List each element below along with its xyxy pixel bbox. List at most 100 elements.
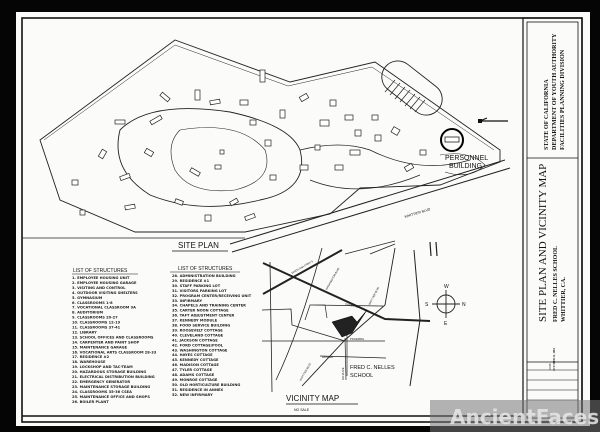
school-label-1: FRED C. NELLES	[350, 365, 395, 371]
street-d	[319, 355, 387, 359]
structure-list-item: 20. HAZARDOUS STORAGE BUILDING	[72, 370, 146, 374]
structure-list-item: 16. VOCATIONAL ARTS CLASSROOM 28-33	[72, 350, 157, 354]
building-footprint	[390, 126, 401, 136]
list-heading-right: LIST OF STRUCTURES	[178, 266, 233, 272]
list-heading-left: LIST OF STRUCTURES	[73, 268, 128, 274]
building-footprint	[229, 197, 239, 207]
structure-list-item: 43. WASHINGTON COTTAGE	[172, 348, 228, 352]
track-stripes	[384, 79, 426, 113]
school-name: FRED C. NELLES SCHOOL	[553, 246, 559, 322]
structure-list-item: 45. KENNEDY COTTAGE	[172, 358, 219, 362]
school-label-2: SCHOOL	[350, 373, 373, 379]
building-footprint	[244, 212, 256, 222]
building-footprint	[403, 162, 415, 173]
street-g	[369, 243, 396, 255]
river-lines	[429, 241, 438, 257]
building-footprint	[298, 92, 310, 103]
building-footprints	[71, 69, 427, 222]
freeway-60	[262, 262, 431, 322]
vicinity-map	[261, 240, 460, 393]
building-footprint	[259, 69, 266, 83]
structure-list-item: 13. SCHOOL OFFICES AND CLASSROOMS	[72, 335, 154, 339]
date-label: DATE	[549, 363, 552, 370]
structure-list-item: 32. PROGRAM CENTER/RECEIVING UNIT	[172, 294, 252, 298]
building-footprint	[334, 164, 344, 171]
building-footprint	[124, 203, 136, 211]
structure-list-item: 11. CLASSROOMS 37-41	[72, 326, 121, 330]
structure-list-item: 24. CLASSROOMS 35-36 CSEA	[72, 390, 132, 394]
structure-list-item: 38. FOOD SERVICE BUILDING	[172, 324, 230, 328]
compass-left-s: S	[425, 302, 429, 308]
building-footprint	[349, 149, 361, 156]
building-footprint	[344, 114, 354, 121]
building-footprint	[143, 147, 155, 158]
watermark-logo: AncientFaces	[450, 405, 599, 429]
title-block: STATE OF CALIFORNIA DEPARTMENT OF YOUTH …	[522, 17, 583, 423]
structure-list-item: 51. RESIDENCE IN ANNEX	[172, 388, 223, 392]
structure-list-item: 12. LIBRARY	[72, 330, 97, 334]
structure-list-item: 5. GYMNASIUM	[72, 296, 103, 300]
site-plan	[39, 39, 511, 253]
inner-road	[170, 127, 268, 192]
street-f	[344, 240, 396, 255]
building-footprint	[189, 167, 201, 177]
structure-list-item: 37. KENNEDY MODULE	[172, 319, 218, 323]
building-footprint	[314, 144, 321, 151]
paper	[16, 12, 590, 426]
structure-list-item: 34. CHAPELS AND TRAINING CENTER	[172, 304, 246, 308]
building-footprint	[319, 119, 330, 127]
scale-note: NO SALE	[294, 408, 310, 412]
building-footprint	[204, 214, 212, 222]
building-footprint	[214, 164, 222, 170]
building-footprint	[119, 172, 131, 182]
building-footprint	[264, 139, 272, 147]
structure-list-item: 22. EMERGENCY GENERATOR	[72, 380, 130, 384]
personnel-label-1: PERSONNEL	[445, 155, 488, 162]
building-footprint	[114, 119, 126, 125]
date-value: OCTOBER 31, 1994	[553, 348, 556, 371]
building-footprint	[371, 114, 379, 121]
structure-list-item: 42. FORD COTTAGE/POOL	[172, 343, 224, 347]
structure-list-item: 1. EMPLOYEE HOUSING UNIT	[72, 276, 130, 280]
structure-list-item: 39. ROOSEVELT COTTAGE	[172, 328, 223, 332]
structure-list-item: 9. CLASSROOMS 20-27	[72, 316, 118, 320]
structure-list-item: 30. STAFF PARKING LOT	[172, 284, 221, 288]
building-footprint	[174, 198, 184, 206]
structure-list-item: 14. CARPENTER AND PAINT SHOP	[72, 340, 140, 344]
structure-list-item: 48. ADAMS COTTAGE	[172, 373, 215, 377]
sheet-title: SITE PLAN AND VICINITY MAP	[537, 164, 549, 322]
building-footprint	[354, 129, 362, 137]
building-footprint	[209, 98, 221, 106]
compass	[432, 290, 460, 318]
structure-list-item: 21. ELECTRICAL DISTRIBUTION BUILDING	[72, 375, 155, 379]
structure-list-item: 40. CLEVELAND COTTAGE	[172, 333, 224, 337]
structure-list-item: 50. OLD HORTICULTURE BUILDING	[172, 383, 240, 387]
structure-list-item: 10. CLASSROOMS 12-19	[72, 321, 121, 325]
structure-list-item: 52. NEW INFIRMARY	[172, 393, 213, 397]
site-boundary	[39, 39, 501, 233]
building-footprint	[79, 209, 86, 216]
structure-list-item: 29. RESIDENCE #1	[172, 279, 210, 283]
building-footprint	[194, 89, 201, 101]
structure-list-item: 49. MONROE COTTAGE	[172, 378, 218, 382]
washington-blvd	[275, 247, 323, 381]
building-footprint	[97, 148, 108, 160]
building-footprint	[419, 149, 427, 156]
structure-list-item: 23. MAINTENANCE STORAGE BUILDING	[72, 385, 150, 389]
agency-line-1: STATE OF CALIFORNIA	[543, 79, 550, 150]
structure-list-item: 26. BOILER PLANT	[72, 400, 109, 404]
street-e	[304, 304, 384, 321]
building-footprint	[219, 149, 225, 155]
building-footprint	[149, 114, 163, 126]
whittier-blvd-road	[229, 159, 511, 253]
street-label-pickering: PICKERING	[350, 337, 364, 341]
north-arrow-head	[478, 119, 482, 123]
structure-list-right: LIST OF STRUCTURES 28. ADMINISTRATION BU…	[170, 266, 252, 397]
street-label-sorensen: SORENSEN	[345, 302, 360, 309]
structure-list-item: 46. MADISON COTTAGE	[172, 363, 219, 367]
structure-list-item: 35. CARTER NOON COTTAGE	[172, 309, 229, 313]
athletic-track	[381, 60, 443, 116]
structure-list-item: 47. TYLER COTTAGE	[172, 368, 213, 372]
street-b	[261, 308, 346, 342]
watermark-band	[430, 400, 600, 432]
